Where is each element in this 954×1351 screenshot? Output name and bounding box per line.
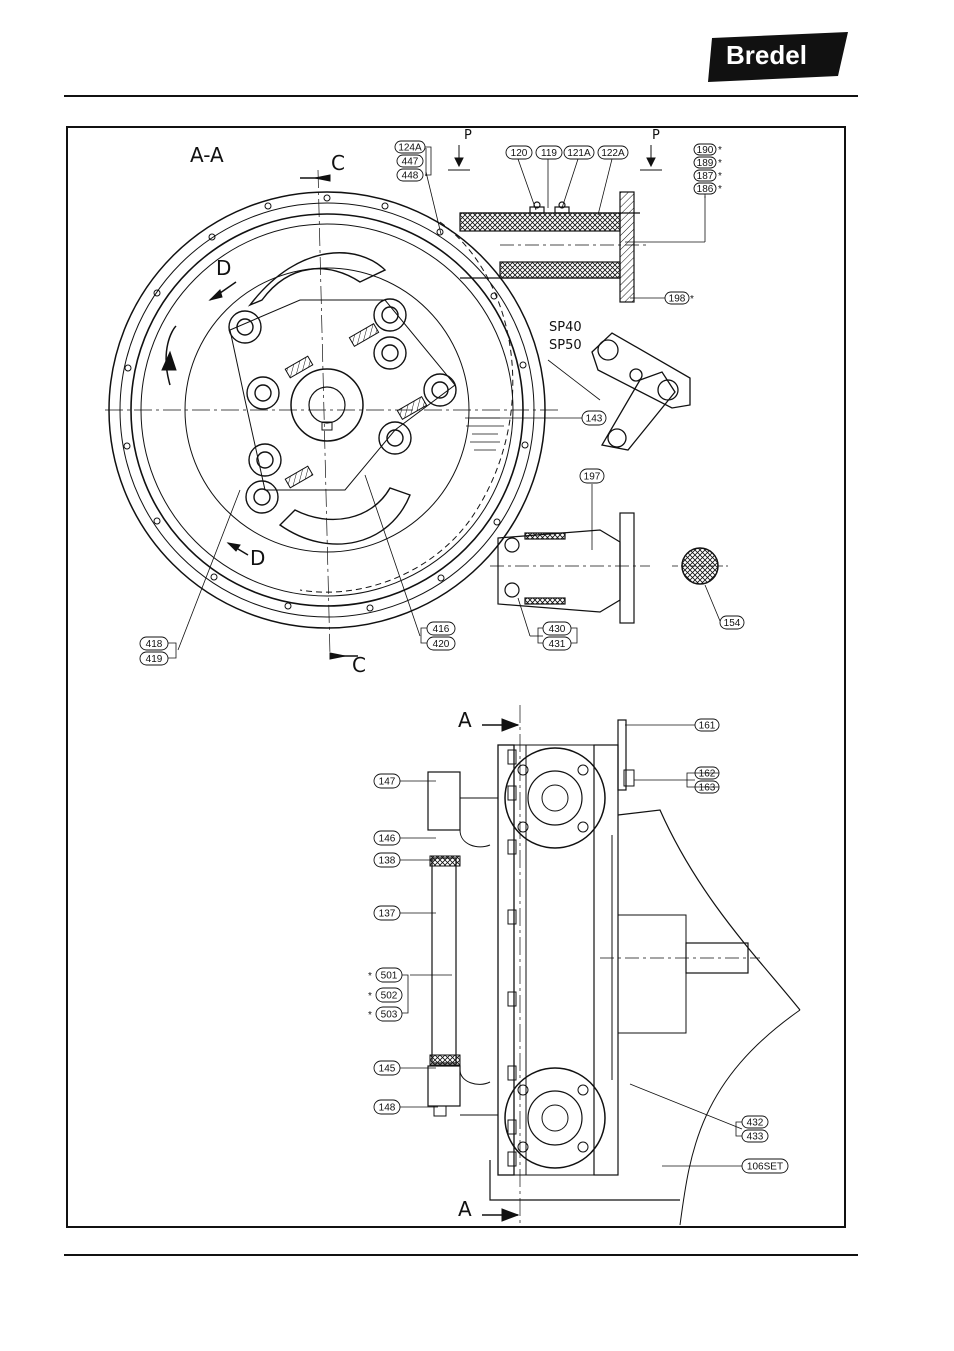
- part-label-119: 119: [541, 148, 557, 159]
- balloon-416: [426, 621, 456, 636]
- brand-name: Bredel: [726, 40, 807, 70]
- section-mark-a-top: A: [458, 708, 472, 732]
- part-label-448: 448: [402, 171, 419, 182]
- balloon-448: [396, 168, 424, 182]
- balloon-187: [693, 169, 717, 182]
- part-label-187: 187: [697, 171, 714, 182]
- part-label-161: 161: [699, 721, 716, 732]
- part-label-163: 163: [699, 783, 716, 794]
- svg-text:*: *: [718, 184, 722, 195]
- annotation-sp40: SP40: [549, 320, 582, 335]
- group-brackets: [168, 146, 742, 1137]
- part-label-433: 433: [747, 1132, 764, 1143]
- section-mark-c-top: C: [331, 151, 345, 175]
- footer-rule: [64, 1254, 858, 1256]
- section-mark-d-bottom: D: [250, 546, 265, 570]
- balloon-197: [579, 468, 605, 484]
- svg-text:*: *: [690, 294, 694, 305]
- part-label-501: 501: [381, 971, 398, 982]
- asterisk-marks: * * * * * * * *: [368, 145, 722, 1021]
- balloon-502: [375, 987, 403, 1003]
- part-label-502: 502: [381, 991, 398, 1002]
- part-label-154: 154: [724, 618, 741, 629]
- balloon-198: [664, 291, 690, 305]
- balloon-503: [375, 1006, 403, 1022]
- balloon-121A: [563, 145, 595, 160]
- part-label-148: 148: [379, 1103, 396, 1114]
- balloon-189: [693, 156, 717, 169]
- balloon-420: [426, 636, 456, 651]
- part-label-430: 430: [549, 624, 566, 635]
- part-label-418: 418: [146, 639, 163, 650]
- part-label-138: 138: [379, 856, 396, 867]
- part-label-420: 420: [433, 639, 450, 650]
- part-label-431: 431: [549, 639, 566, 650]
- balloon-430: [542, 621, 572, 636]
- svg-text:*: *: [718, 158, 722, 169]
- balloon-146: [373, 830, 401, 846]
- header-rule: [64, 95, 858, 97]
- part-label-121A: 121A: [567, 148, 591, 159]
- balloon-447: [396, 154, 424, 168]
- part-label-432: 432: [747, 1118, 764, 1129]
- section-title-aa: A-A: [190, 143, 224, 167]
- svg-text:*: *: [718, 145, 722, 156]
- balloon-143: [581, 410, 607, 426]
- part-label-120: 120: [511, 148, 528, 159]
- part-label-162: 162: [699, 769, 716, 780]
- part-label-198: 198: [669, 294, 686, 305]
- part-label-197: 197: [584, 472, 601, 483]
- balloon-148: [373, 1099, 401, 1115]
- part-label-106SET: 106SET: [747, 1162, 783, 1173]
- balloon-106SET: [741, 1158, 789, 1174]
- balloon-137: [373, 905, 401, 921]
- part-label-419: 419: [146, 654, 163, 665]
- section-mark-d-top: D: [216, 256, 231, 280]
- svg-text:*: *: [718, 171, 722, 182]
- balloon-418: [139, 636, 169, 651]
- svg-text:*: *: [368, 991, 372, 1002]
- part-balloons: [139, 140, 789, 1174]
- part-label-137: 137: [379, 909, 396, 920]
- section-mark-a-bottom: A: [458, 1197, 472, 1221]
- part-label-146: 146: [379, 834, 396, 845]
- part-label-124A: 124A: [398, 143, 422, 154]
- balloon-119: [535, 145, 563, 160]
- balloon-154: [719, 615, 745, 630]
- part-label-416: 416: [433, 624, 450, 635]
- svg-text:*: *: [368, 1010, 372, 1021]
- balloon-147: [373, 773, 401, 789]
- section-mark-p-left: P: [464, 128, 472, 143]
- part-label-447: 447: [402, 157, 419, 168]
- balloon-190: [693, 143, 717, 156]
- section-mark-c-bottom: C: [352, 653, 366, 677]
- balloon-431: [542, 636, 572, 651]
- part-label-186: 186: [697, 184, 714, 195]
- part-label-143: 143: [586, 414, 603, 425]
- balloon-419: [139, 651, 169, 666]
- section-mark-p-right: P: [652, 128, 660, 143]
- leader-lines: [177, 148, 743, 1167]
- balloon-120: [505, 145, 533, 160]
- balloon-138: [373, 852, 401, 868]
- annotation-sp50: SP50: [549, 338, 582, 353]
- part-label-503: 503: [381, 1010, 398, 1021]
- part-label-145: 145: [379, 1064, 396, 1075]
- part-label-189: 189: [697, 158, 714, 169]
- balloon-161: [694, 718, 720, 732]
- part-label-122A: 122A: [601, 148, 625, 159]
- bredel-logo: Bredel: [708, 32, 848, 82]
- flange-bolts: [123, 194, 529, 612]
- svg-text:*: *: [368, 971, 372, 982]
- drawing-frame: [66, 126, 846, 1228]
- side-view: [427, 705, 801, 1226]
- part-label-147: 147: [379, 777, 396, 788]
- section-aa-view: [105, 145, 728, 660]
- balloon-145: [373, 1060, 401, 1076]
- part-label-190: 190: [697, 145, 714, 156]
- balloon-122A: [597, 145, 629, 160]
